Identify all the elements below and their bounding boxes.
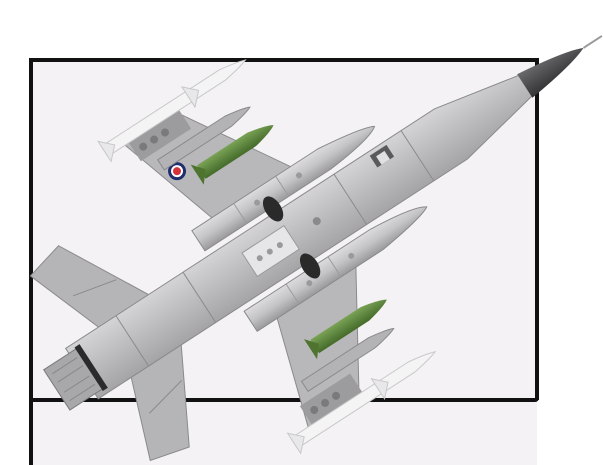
drop-tank-upper [191, 125, 376, 252]
grey-missile-upper [157, 106, 251, 171]
green-bomb-upper [190, 125, 274, 185]
landing-gear [241, 196, 321, 279]
nose-cone [517, 35, 603, 98]
white-missile-upper [96, 59, 247, 163]
grey-missile-lower [300, 327, 395, 392]
green-bomb-lower [303, 299, 387, 360]
engine-nozzle [43, 344, 108, 411]
drop-tank-lower [243, 206, 428, 333]
roundel-insignia [168, 162, 187, 181]
white-missile-lower [286, 351, 437, 455]
